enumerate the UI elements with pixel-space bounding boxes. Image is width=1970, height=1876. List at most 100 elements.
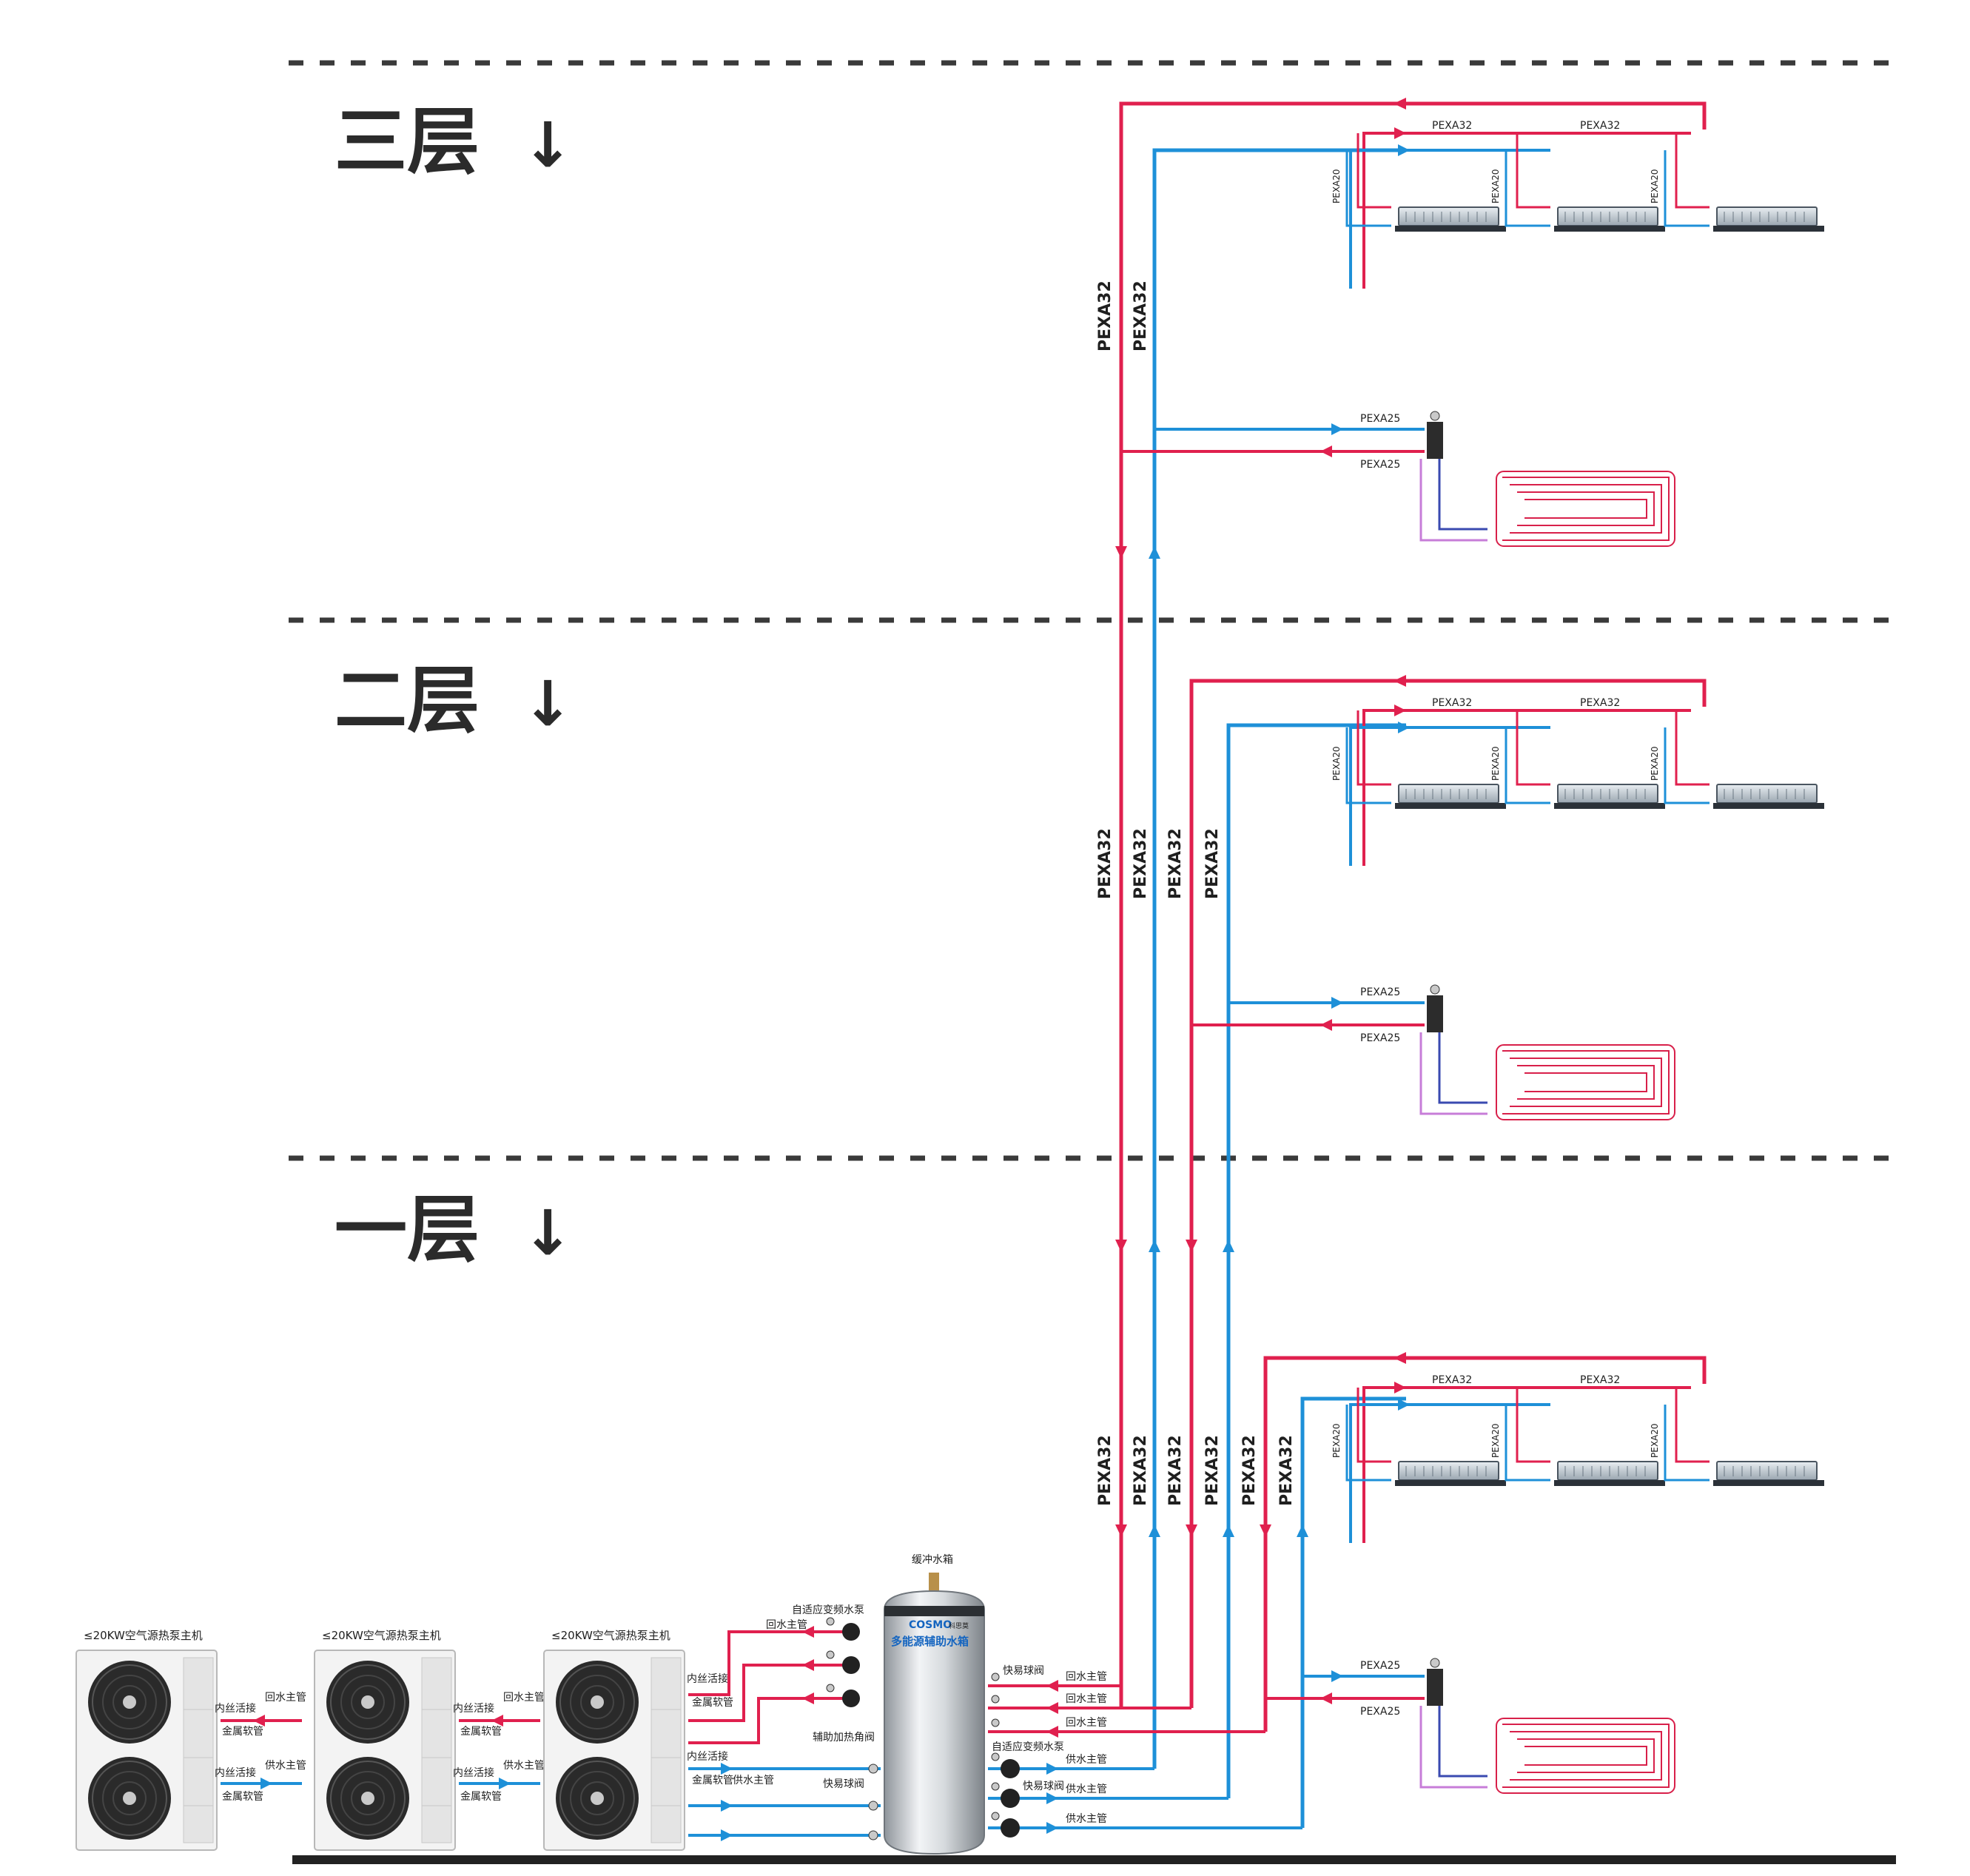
floor-heating-coil: [1502, 1724, 1670, 1788]
fc-supply-line: [1349, 149, 1550, 289]
branch-label: PEXA20: [1490, 746, 1501, 781]
pump-icon: [1001, 1759, 1020, 1778]
flow-arrow-icon: [491, 1715, 503, 1727]
hp-label: 内丝活接: [687, 1750, 728, 1763]
fh-feed: [1419, 1706, 1487, 1789]
branch-label: PEXA20: [1331, 1423, 1342, 1458]
branch-label: PEXA25: [1360, 986, 1400, 998]
tank-body: [884, 1590, 985, 1855]
fan-coil-base: [1554, 226, 1665, 232]
fan-coil-base: [1554, 803, 1665, 809]
floor-dividers: [289, 60, 1896, 1864]
riser-label: PEXA32: [1166, 828, 1185, 899]
floor-heating-coil: [1502, 1050, 1670, 1114]
risers: [1119, 101, 1707, 1828]
floor1-arrow-icon: ↓: [522, 1197, 574, 1269]
tank-label: 自适应变频水泵: [792, 1604, 864, 1616]
valve-icon: [991, 1672, 1000, 1681]
branch-label: PEXA32: [1432, 1374, 1472, 1386]
fc-return-drop: [1516, 710, 1550, 786]
tank-label: 供水主管: [1066, 1754, 1107, 1766]
fan-icon: [87, 1756, 172, 1840]
flow-arrow-icon: [802, 1692, 814, 1704]
flow-arrow-icon: [1398, 144, 1410, 156]
fc-return-drop: [1675, 710, 1710, 786]
riser-labels: PEXA32 PEXA32 PEXA32 PEXA32 PEXA32 PEXA3…: [1096, 280, 1296, 1506]
fan-coil-base: [1554, 1480, 1665, 1486]
branch-label: PEXA20: [1331, 746, 1342, 781]
fc-supply-drop: [1664, 727, 1710, 804]
branch-label: PEXA25: [1360, 1706, 1400, 1718]
tank-label: 快易球阀: [1003, 1665, 1044, 1677]
flow-arrow-icon: [1394, 705, 1406, 716]
heat-pump-title: ≤20KW空气源热泵主机: [322, 1629, 441, 1642]
valve-icon: [826, 1650, 835, 1659]
flow-arrow-icon: [1320, 1692, 1332, 1704]
fc-supply-drop: [1664, 1405, 1710, 1482]
manifold-vent: [1430, 1658, 1440, 1668]
branch-label: PEXA32: [1432, 120, 1472, 132]
hp-label: 金属软管: [692, 1697, 733, 1709]
tank-label: 供水主管: [1066, 1783, 1107, 1795]
valve-icon: [991, 1695, 1000, 1704]
manifold-body: [1427, 995, 1443, 1032]
tank-return-in: [688, 1664, 858, 1722]
flow-arrow-icon: [1331, 423, 1343, 435]
buffer-tank: 缓冲水箱 COSMO 科思莫 多能源辅助水箱: [884, 1554, 985, 1855]
fan-coil-base: [1713, 226, 1824, 232]
flow-arrow-icon: [721, 1800, 733, 1812]
floor-labels: 三层 ↓ 二层 ↓ 一层 ↓: [335, 100, 574, 1272]
flow-arrow-icon: [1331, 997, 1343, 1009]
riser-label: PEXA32: [1096, 828, 1115, 899]
pump-icon: [1001, 1818, 1020, 1838]
fh-feed: [1438, 1032, 1487, 1104]
floor-heating-coil: [1496, 471, 1675, 547]
heat-pump-panel: [183, 1657, 214, 1843]
flow-arrow-icon: [1394, 127, 1406, 139]
hp-label: 金属软管: [692, 1775, 733, 1786]
fan-coil-unit: [1716, 1461, 1818, 1481]
branch-label: PEXA20: [1650, 169, 1660, 204]
riser-f2-return: [1189, 679, 1707, 1708]
fc-supply-drop: [1345, 150, 1391, 227]
flow-arrow-icon: [1320, 446, 1332, 457]
flow-arrow-icon: [260, 1778, 272, 1789]
valve-icon: [868, 1801, 878, 1811]
manifold-vent: [1430, 984, 1440, 995]
flow-arrow-icon: [1331, 1670, 1343, 1682]
tank-label: 回水主管: [1066, 1671, 1107, 1683]
branch-label: PEXA25: [1360, 459, 1400, 471]
riser-label: PEXA32: [1277, 1435, 1296, 1506]
heat-pump-title: ≤20KW空气源热泵主机: [551, 1629, 670, 1642]
fan-coil-base: [1395, 803, 1506, 809]
heat-pump-panel: [650, 1657, 682, 1843]
fc-supply-line: [1349, 726, 1550, 866]
branch-label: PEXA20: [1331, 169, 1342, 204]
fh-feed: [1419, 1032, 1487, 1115]
fc-supply-drop: [1505, 727, 1550, 804]
tank-label: 辅助加热角阀: [813, 1732, 875, 1744]
tank-label: 快易球阀: [823, 1778, 864, 1790]
fc-return-drop: [1675, 133, 1710, 209]
fan-icon: [555, 1660, 639, 1744]
flow-arrow-icon: [1394, 1382, 1406, 1393]
fc-supply-drop: [1345, 1405, 1391, 1482]
tank-label: 快易球阀: [1023, 1781, 1064, 1792]
tank-label: 供水主管: [733, 1775, 774, 1786]
fan-coil-unit: [1716, 206, 1818, 226]
fc-supply-drop: [1664, 150, 1710, 227]
tank-title: 缓冲水箱: [912, 1554, 953, 1566]
fan-icon: [555, 1756, 639, 1840]
riser-label: PEXA32: [1096, 1435, 1115, 1506]
floor-heating-coil: [1496, 1044, 1675, 1120]
valve-icon: [826, 1617, 835, 1626]
hp-label: 供水主管: [265, 1760, 306, 1772]
fan-coil-base: [1395, 226, 1506, 232]
fc-return-line: [1362, 709, 1691, 866]
hp-label: 回水主管: [503, 1692, 545, 1704]
valve-icon: [868, 1764, 878, 1774]
